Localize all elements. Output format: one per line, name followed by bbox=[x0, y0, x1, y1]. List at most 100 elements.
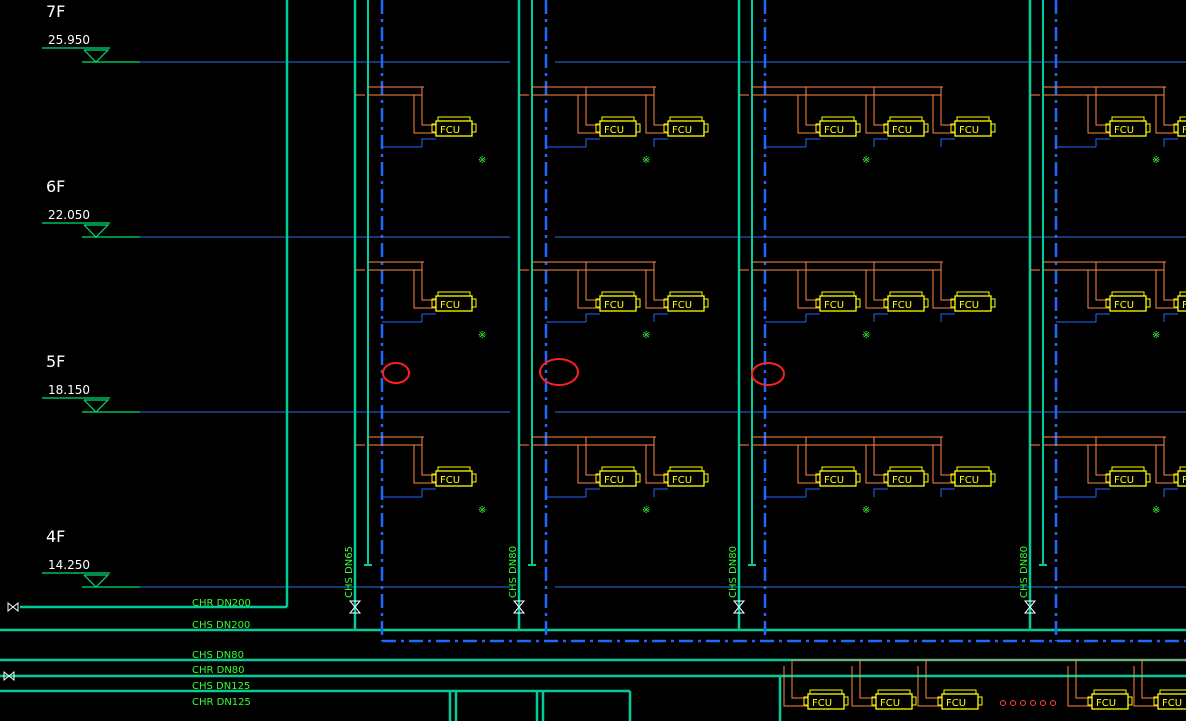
fcu-unit: FCU bbox=[883, 291, 929, 312]
riser-label-2: CHS DN80 bbox=[508, 546, 519, 598]
fcu-label: FCU bbox=[1114, 475, 1134, 486]
fcu-unit: FCU bbox=[431, 291, 477, 312]
fcu-label: FCU bbox=[604, 125, 624, 136]
valve-icon bbox=[732, 600, 746, 614]
markup-circle-2 bbox=[539, 358, 579, 386]
elevation-4f: 14.250 bbox=[48, 558, 90, 572]
fcu-label: FCU bbox=[1096, 698, 1116, 709]
valve-icon bbox=[1023, 600, 1037, 614]
main-label-chs-dn200: CHS DN200 bbox=[192, 620, 250, 631]
fcu-label: FCU bbox=[824, 300, 844, 311]
fcu-note: ※ bbox=[478, 155, 486, 166]
riser-group-3: FCU FCU FCU ※ FCU FCU FCU ※ FCU FCU FCU ※ bbox=[732, 0, 996, 641]
fcu-unit: FCU bbox=[663, 466, 709, 487]
bottom-fcu-row: FCU FCU FCU FCU FCU bbox=[783, 659, 1186, 710]
fcu-unit: FCU bbox=[1105, 116, 1151, 137]
fcu-unit: FCU bbox=[595, 116, 641, 137]
fcu-label: FCU bbox=[672, 125, 692, 136]
fcu-unit: FCU bbox=[950, 291, 996, 312]
fcu-label: FCU bbox=[880, 698, 900, 709]
fcu-unit: FCU bbox=[1153, 689, 1186, 710]
fcu-label: FCU bbox=[1182, 300, 1186, 311]
riser-label-3: CHS DN80 bbox=[728, 546, 739, 598]
riser-labels: CHS DN65 CHS DN80 CHS DN80 CHS DN80 bbox=[344, 546, 1030, 598]
fcu-label: FCU bbox=[824, 475, 844, 486]
fcu-unit: FCU bbox=[815, 291, 861, 312]
fcu-label: FCU bbox=[604, 475, 624, 486]
floor-label-7f: 7F bbox=[46, 2, 65, 21]
elevation-7f: 25.950 bbox=[48, 33, 90, 47]
fcu-unit: FCU bbox=[663, 116, 709, 137]
fcu-note: ※ bbox=[1152, 330, 1160, 341]
fcu-unit: FCU bbox=[595, 291, 641, 312]
fcu-unit: FCU bbox=[663, 291, 709, 312]
fcu-label: FCU bbox=[959, 300, 979, 311]
fcu-label: FCU bbox=[672, 475, 692, 486]
main-label-chs-dn80: CHS DN80 bbox=[192, 650, 244, 661]
fcu-label: FCU bbox=[824, 125, 844, 136]
fcu-note: ※ bbox=[642, 330, 650, 341]
fcu-unit: FCU bbox=[431, 116, 477, 137]
fcu-note: ※ bbox=[862, 505, 870, 516]
fcu-label: FCU bbox=[959, 125, 979, 136]
riser-label-1: CHS DN65 bbox=[344, 546, 355, 598]
fcu-unit: FCU bbox=[871, 689, 917, 710]
main-labels: CHR DN200 CHS DN200 CHS DN80 CHR DN80 CH… bbox=[192, 598, 251, 708]
level-markers bbox=[42, 47, 140, 588]
floor-labels: 7F 25.950 6F 22.050 5F 18.150 4F 14.250 bbox=[46, 2, 90, 572]
fcu-label: FCU bbox=[1114, 125, 1134, 136]
horizontal-mains bbox=[0, 628, 1186, 721]
elevation-5f: 18.150 bbox=[48, 383, 90, 397]
main-label-chr-dn200: CHR DN200 bbox=[192, 598, 251, 609]
markup-circle-3 bbox=[751, 362, 785, 386]
floor-lines bbox=[140, 61, 1186, 588]
fcu-label: FCU bbox=[1182, 125, 1186, 136]
valve-icon bbox=[348, 600, 362, 614]
fcu-unit: FCU bbox=[803, 689, 849, 710]
fcu-note: ※ bbox=[1152, 505, 1160, 516]
fcu-note: ※ bbox=[862, 155, 870, 166]
fcu-label: FCU bbox=[440, 125, 460, 136]
fcu-unit: FCU bbox=[950, 466, 996, 487]
fcu-label: FCU bbox=[812, 698, 832, 709]
fcu-label: FCU bbox=[959, 475, 979, 486]
riser-label-4: CHS DN80 bbox=[1019, 546, 1030, 598]
main-label-chr-dn125: CHR DN125 bbox=[192, 697, 251, 708]
main-label-chs-dn125: CHS DN125 bbox=[192, 681, 250, 692]
main-supply-riser bbox=[20, 0, 289, 609]
fcu-unit: FCU bbox=[1087, 689, 1133, 710]
fcu-label: FCU bbox=[892, 125, 912, 136]
fcu-note: ※ bbox=[642, 505, 650, 516]
main-valve-icon bbox=[3, 601, 19, 682]
terminal-markers bbox=[1000, 700, 1056, 706]
fcu-label: FCU bbox=[604, 300, 624, 311]
main-label-chr-dn80: CHR DN80 bbox=[192, 665, 245, 676]
fcu-label: FCU bbox=[672, 300, 692, 311]
fcu-unit: FCU bbox=[883, 116, 929, 137]
fcu-label: FCU bbox=[946, 698, 966, 709]
markup-circles bbox=[382, 358, 785, 386]
markup-circle-1 bbox=[382, 362, 410, 384]
riser-group-4: FCU FCU ※ FCU FCU ※ FCU FCU ※ bbox=[1023, 0, 1186, 641]
fcu-unit: FCU bbox=[937, 689, 983, 710]
floor-label-4f: 4F bbox=[46, 527, 65, 546]
fcu-unit: FCU bbox=[815, 466, 861, 487]
valve-icon bbox=[512, 600, 526, 614]
fcu-unit: FCU bbox=[1173, 116, 1186, 137]
fcu-note: ※ bbox=[862, 330, 870, 341]
fcu-unit: FCU bbox=[1105, 466, 1151, 487]
fcu-note: ※ bbox=[642, 155, 650, 166]
fcu-note: ※ bbox=[1152, 155, 1160, 166]
fcu-unit: FCU bbox=[595, 466, 641, 487]
fcu-label: FCU bbox=[440, 300, 460, 311]
fcu-unit: FCU bbox=[1105, 291, 1151, 312]
fcu-label: FCU bbox=[892, 475, 912, 486]
elevation-6f: 22.050 bbox=[48, 208, 90, 222]
fcu-label: FCU bbox=[1162, 698, 1182, 709]
riser-group-1: FCU※FCU※FCU※ bbox=[348, 0, 486, 641]
fcu-unit: FCU bbox=[1173, 466, 1186, 487]
fcu-unit: FCU bbox=[883, 466, 929, 487]
fcu-note: ※ bbox=[478, 330, 486, 341]
